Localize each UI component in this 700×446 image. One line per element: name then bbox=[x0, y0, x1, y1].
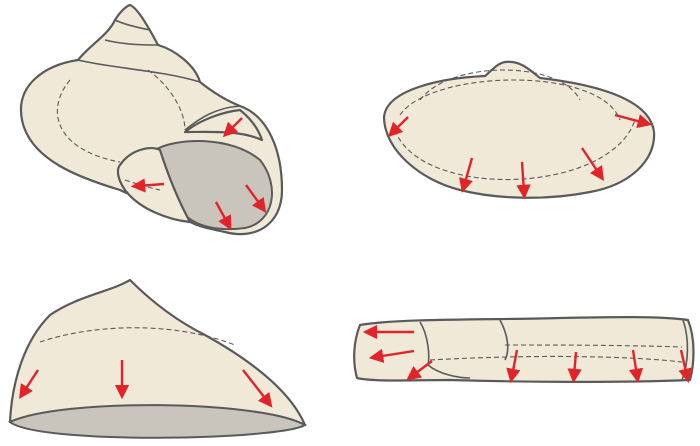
growth-arrow bbox=[567, 351, 582, 384]
tube-shell bbox=[353, 316, 695, 384]
growth-arrow bbox=[516, 161, 531, 200]
growth-arrow bbox=[614, 113, 652, 129]
clam-shell bbox=[382, 60, 656, 200]
growth-arrow bbox=[628, 349, 644, 384]
growth-arrow bbox=[387, 116, 409, 138]
growth-arrow bbox=[581, 147, 604, 181]
growth-arrow bbox=[19, 369, 40, 400]
growth-arrow bbox=[214, 201, 232, 231]
growth-arrow bbox=[459, 157, 474, 193]
growth-arrow bbox=[245, 184, 267, 213]
snail-shell bbox=[19, 3, 284, 236]
growth-arrow bbox=[130, 178, 165, 193]
limpet-aperture bbox=[8, 404, 308, 439]
limpet-shell bbox=[8, 278, 308, 439]
growth-arrow bbox=[242, 369, 273, 408]
growth-arrow bbox=[222, 117, 243, 138]
growth-arrow bbox=[406, 360, 433, 381]
growth-arrow bbox=[368, 348, 415, 363]
growth-arrow bbox=[506, 349, 521, 384]
growth-arrow bbox=[678, 349, 693, 384]
